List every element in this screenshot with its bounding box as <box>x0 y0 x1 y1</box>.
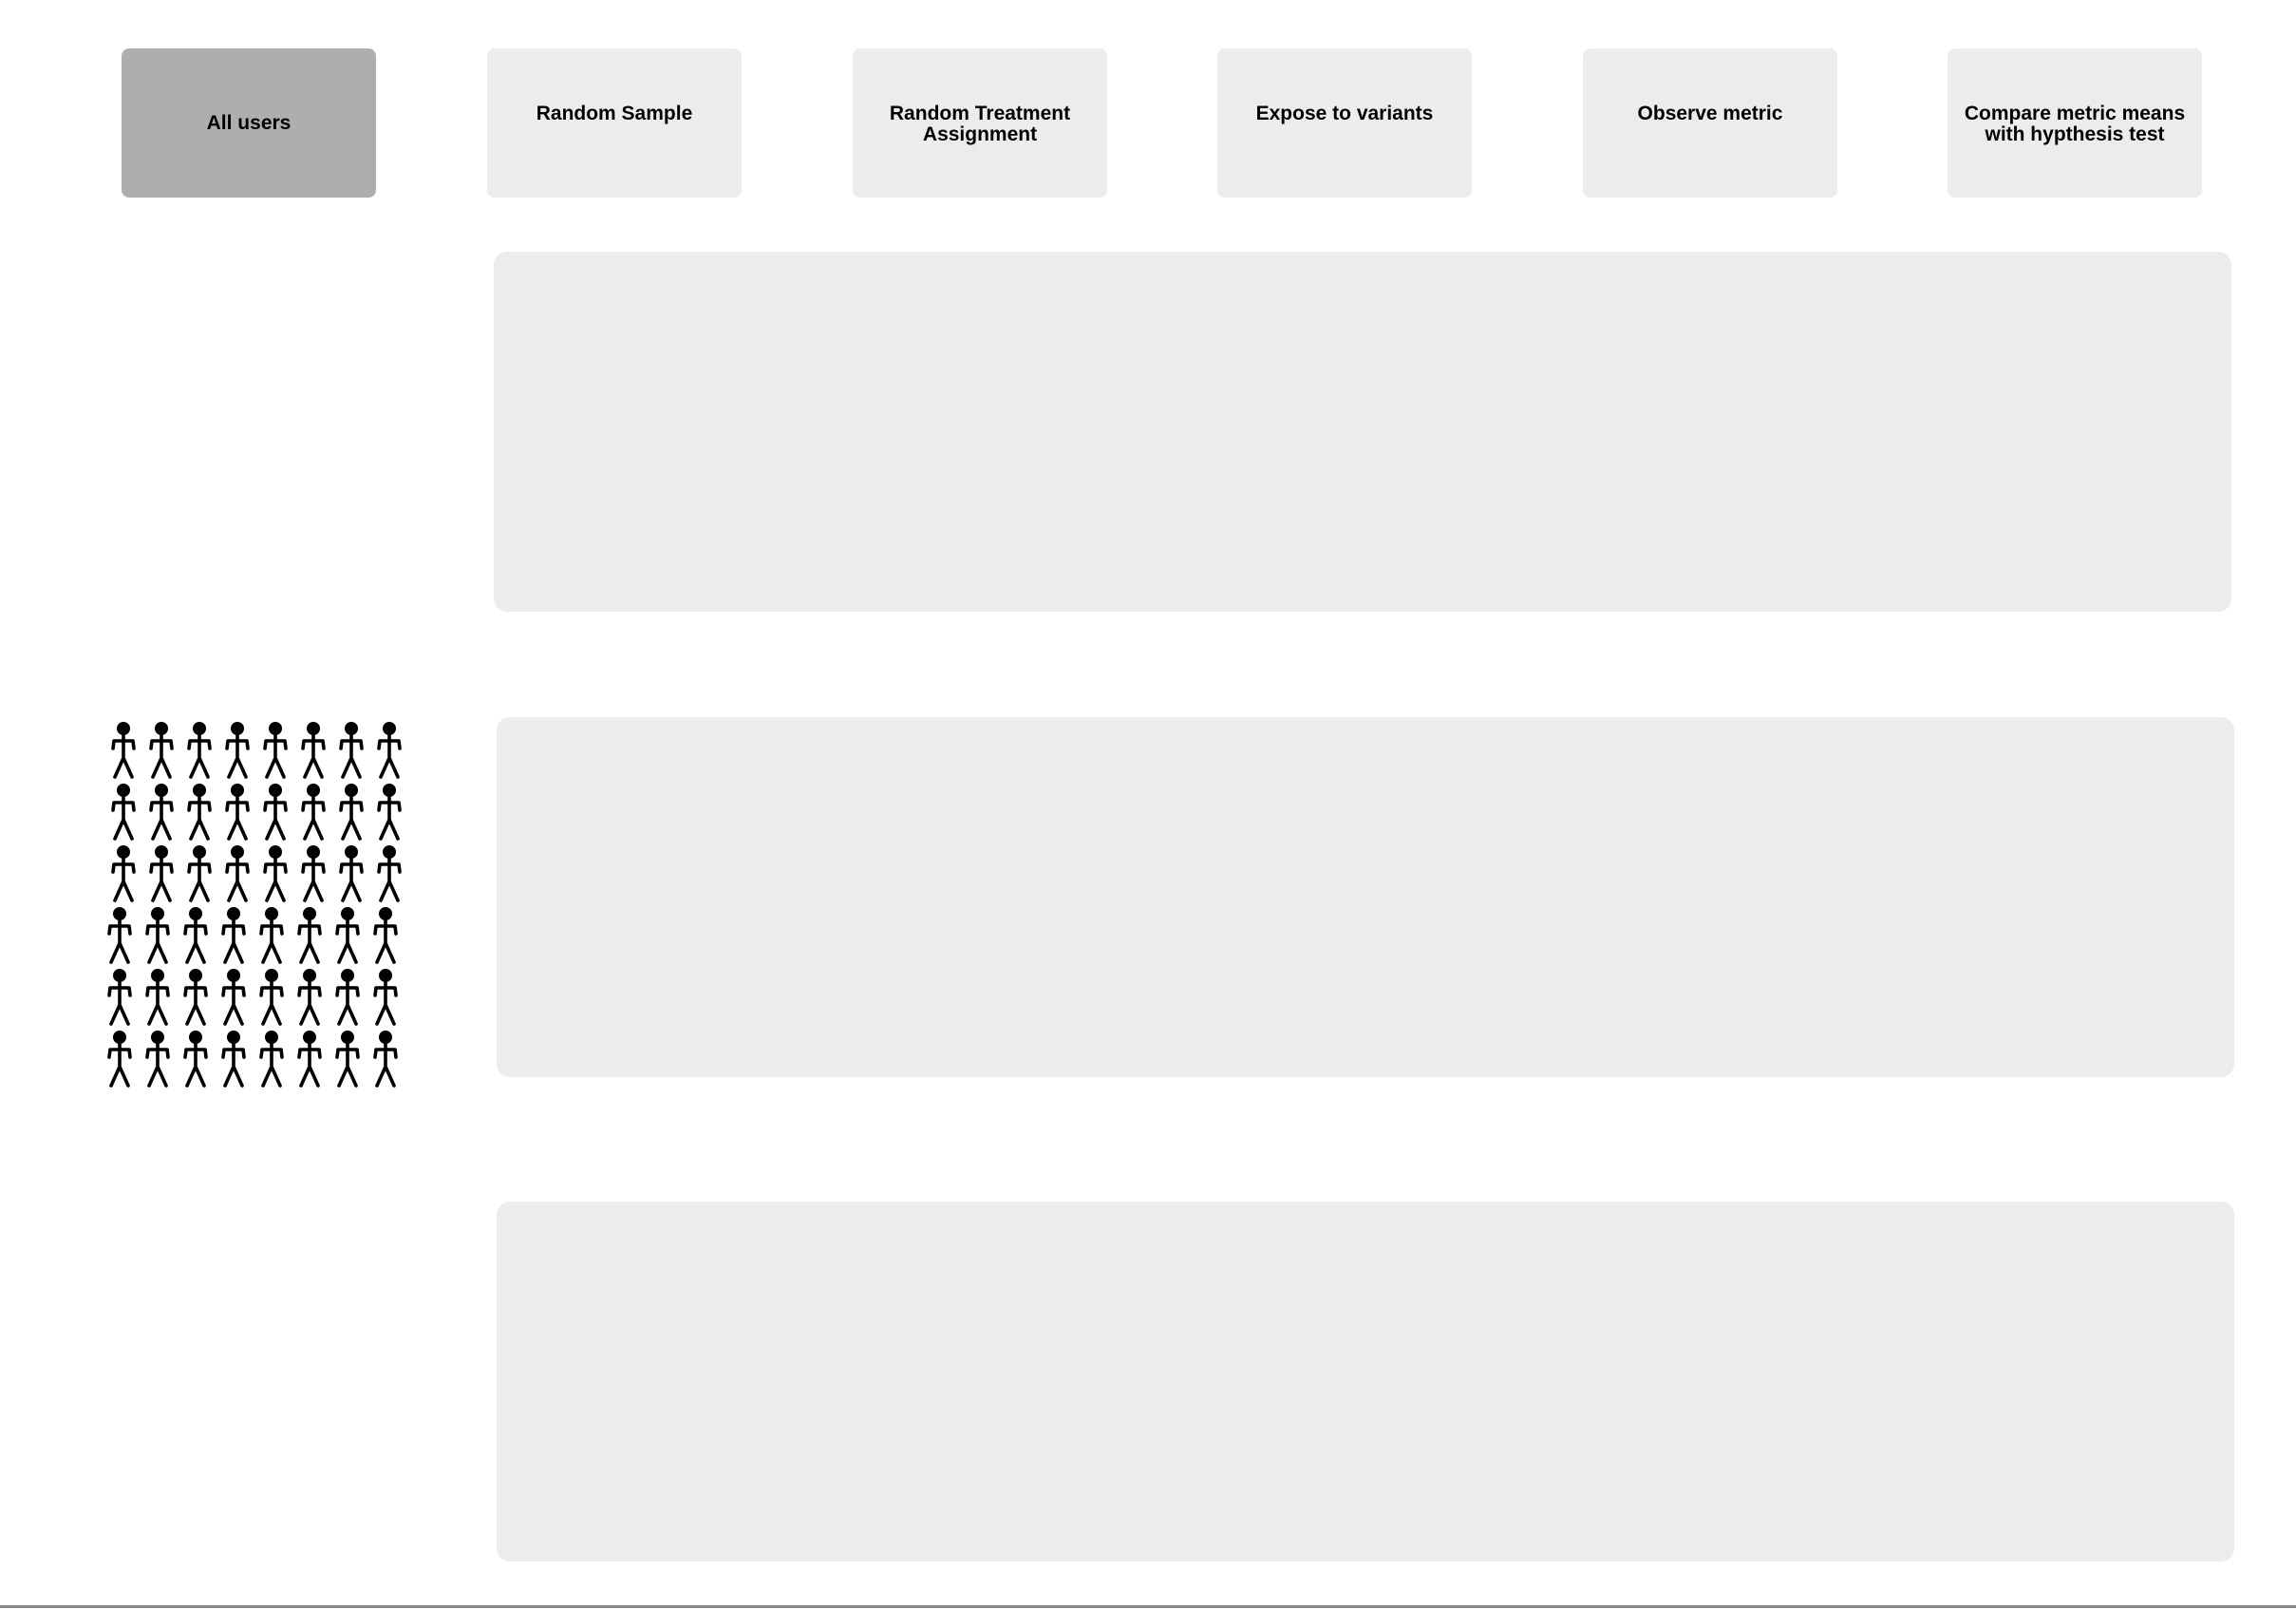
step-label: Observe metric <box>1637 103 1783 124</box>
step-label: Random Treatment Assignment <box>889 103 1071 145</box>
panel-row-2 <box>497 717 2234 1077</box>
step-random-treatment-assignment: Random Treatment Assignment <box>853 48 1107 198</box>
person-icon <box>373 1031 398 1088</box>
person-icon <box>339 722 364 779</box>
person-icon <box>225 722 250 779</box>
person-icon <box>225 784 250 841</box>
step-label: Random Sample <box>536 103 693 124</box>
person-icon <box>221 1031 246 1088</box>
person-icon <box>221 907 246 964</box>
panel-row-1 <box>494 252 2231 612</box>
step-all-users: All users <box>122 48 376 198</box>
person-icon <box>259 969 284 1026</box>
person-icon <box>225 845 250 902</box>
person-icon <box>335 907 360 964</box>
person-icon <box>301 784 326 841</box>
person-icon <box>377 845 402 902</box>
person-icon <box>187 784 212 841</box>
person-icon <box>301 722 326 779</box>
bottom-divider <box>0 1605 2296 1608</box>
person-icon <box>145 907 170 964</box>
person-icon <box>107 907 132 964</box>
person-icon <box>373 969 398 1026</box>
step-random-sample: Random Sample <box>487 48 742 198</box>
person-icon <box>339 845 364 902</box>
person-icon <box>149 845 174 902</box>
step-expose-to-variants: Expose to variants <box>1217 48 1472 198</box>
person-icon <box>373 907 398 964</box>
person-icon <box>335 969 360 1026</box>
step-label: Expose to variants <box>1255 103 1434 124</box>
person-icon <box>297 907 322 964</box>
person-icon <box>377 722 402 779</box>
person-icon <box>107 1031 132 1088</box>
person-icon <box>301 845 326 902</box>
step-compare-metric-means: Compare metric means with hypthesis test <box>1948 48 2202 198</box>
person-icon <box>111 845 136 902</box>
person-icon <box>187 722 212 779</box>
person-icon <box>263 784 288 841</box>
user-population-grid <box>107 722 402 1088</box>
person-icon <box>339 784 364 841</box>
step-label: Compare metric means with hypthesis test <box>1964 103 2186 145</box>
person-icon <box>145 1031 170 1088</box>
step-observe-metric: Observe metric <box>1583 48 1837 198</box>
person-icon <box>149 784 174 841</box>
person-icon <box>297 969 322 1026</box>
person-icon <box>263 722 288 779</box>
person-icon <box>183 907 208 964</box>
person-icon <box>335 1031 360 1088</box>
person-icon <box>107 969 132 1026</box>
person-icon <box>183 969 208 1026</box>
person-icon <box>149 722 174 779</box>
person-icon <box>377 784 402 841</box>
person-icon <box>259 907 284 964</box>
person-icon <box>259 1031 284 1088</box>
step-label: All users <box>206 111 292 134</box>
person-icon <box>183 1031 208 1088</box>
person-icon <box>187 845 212 902</box>
person-icon <box>221 969 246 1026</box>
person-icon <box>145 969 170 1026</box>
panel-row-3 <box>497 1202 2234 1562</box>
person-icon <box>111 784 136 841</box>
person-icon <box>297 1031 322 1088</box>
person-icon <box>263 845 288 902</box>
person-icon <box>111 722 136 779</box>
